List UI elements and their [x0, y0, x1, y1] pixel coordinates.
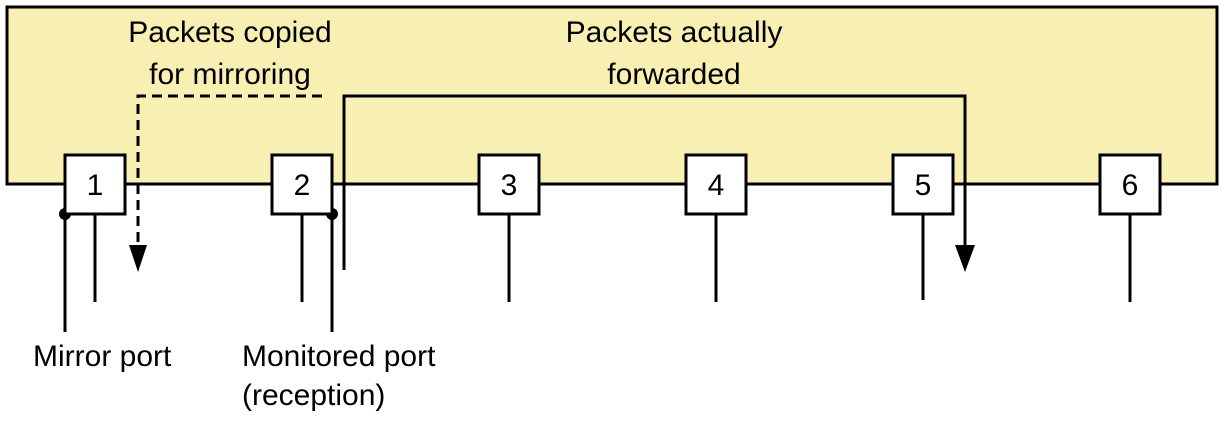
- port-4-number: 4: [708, 169, 725, 202]
- monitored-port-label-line1: Monitored port: [242, 340, 436, 373]
- port-5-box: [891, 153, 955, 216]
- port-5-number: 5: [915, 169, 932, 202]
- mirror-port-label: Mirror port: [33, 340, 172, 373]
- port-3-number: 3: [501, 169, 518, 202]
- forwarded-label-line2: forwarded: [607, 58, 740, 91]
- port-3-box: [477, 153, 541, 216]
- port-2-box: [270, 153, 334, 216]
- monitored-port-label-line2: (reception): [242, 379, 385, 412]
- copied-label-line2: for mirroring: [149, 58, 311, 91]
- mirrored-arrowhead: [129, 245, 147, 272]
- mirrored-path: [136, 94, 322, 250]
- port-1-number: 1: [87, 169, 104, 202]
- copied-label-line1: Packets copied: [128, 16, 331, 49]
- forwarded-label-line1: Packets actually: [566, 16, 783, 49]
- port-6-box: [1098, 153, 1162, 216]
- port-2-number: 2: [294, 169, 311, 202]
- port-1-box: [63, 153, 127, 216]
- port-4-box: [684, 153, 748, 216]
- forwarded-arrowhead: [955, 245, 975, 272]
- port-6-number: 6: [1122, 169, 1139, 202]
- forwarded-path: [342, 94, 967, 270]
